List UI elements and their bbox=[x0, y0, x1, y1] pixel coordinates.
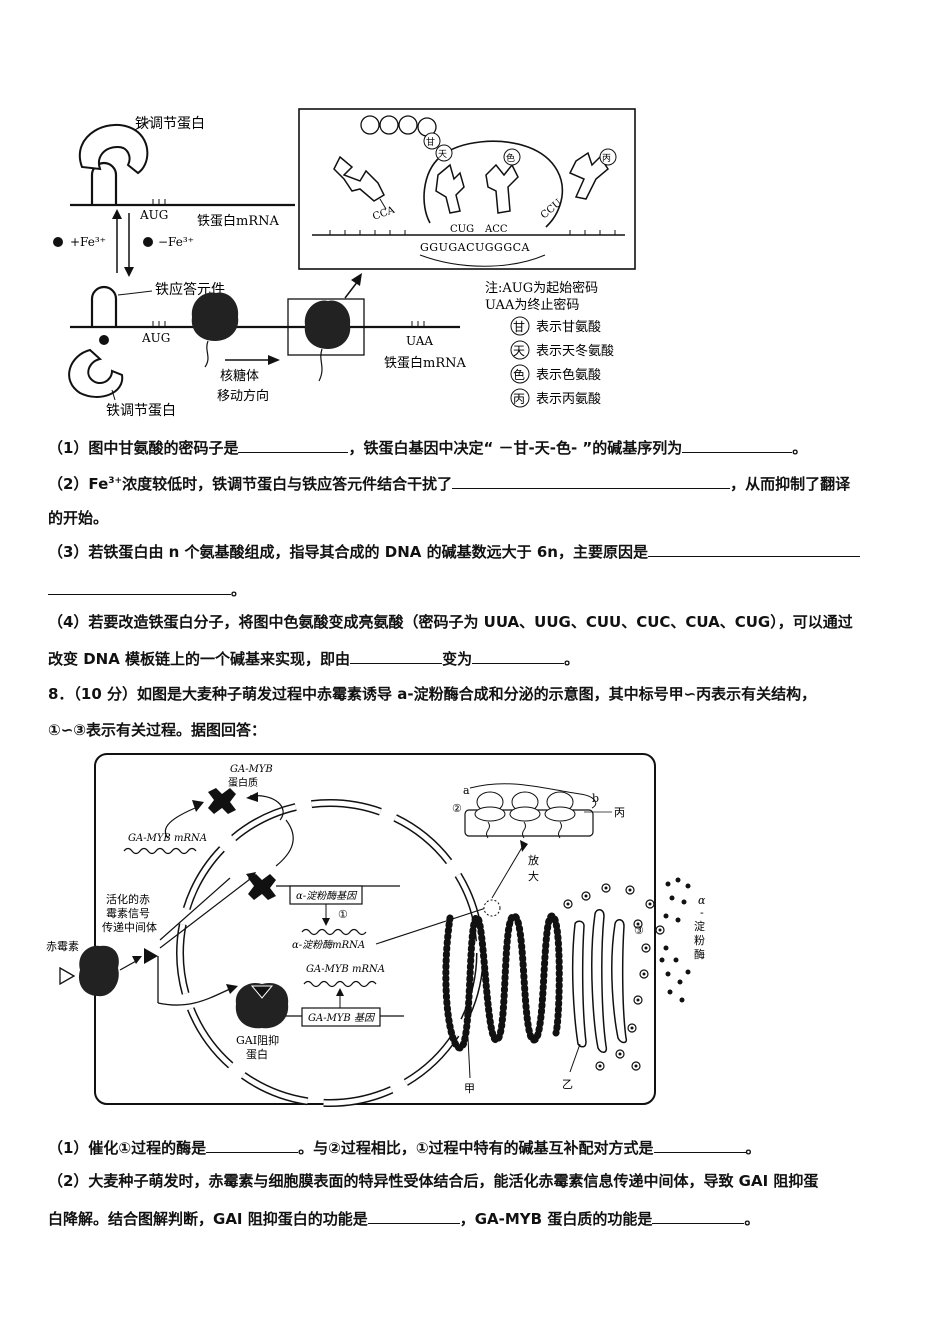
legend-item-tian: 天 表示天冬氨酸 bbox=[510, 340, 614, 360]
answer-blank[interactable] bbox=[452, 472, 731, 489]
q8-intro-line2: ①∽③表示有关过程。据图回答： bbox=[48, 721, 266, 739]
svg-text:表示丙氨酸: 表示丙氨酸 bbox=[536, 392, 601, 407]
svg-text:丙: 丙 bbox=[513, 392, 525, 406]
label-circle-3: ③ bbox=[634, 924, 644, 937]
aa-gan-inset: 甘 bbox=[426, 136, 435, 148]
label-amylase-side-2: - bbox=[700, 906, 704, 919]
label-amylase-side-4: 粉 bbox=[694, 934, 705, 947]
svg-text:表示色氨酸: 表示色氨酸 bbox=[536, 367, 601, 383]
label-jia: 甲 bbox=[464, 1082, 475, 1095]
label-ga-myb-protein-2: 蛋白质 bbox=[228, 776, 258, 789]
label-amylase-side-5: 酶 bbox=[694, 948, 705, 961]
ribosome-2 bbox=[304, 300, 351, 349]
label-circle-2: ② bbox=[452, 802, 462, 815]
svg-text:甘: 甘 bbox=[513, 320, 525, 334]
answer-blank[interactable] bbox=[647, 540, 860, 557]
figure-iron-regulation: 铁调节蛋白 AUG 铁蛋白mRNA +Fe³⁺ −Fe³⁺ 铁应答元件 AUG … bbox=[40, 95, 645, 425]
answer-blank[interactable] bbox=[367, 1207, 460, 1224]
svg-text:表示天冬氨酸: 表示天冬氨酸 bbox=[536, 343, 614, 359]
legend-item-gan: 甘 表示甘氨酸 bbox=[510, 316, 601, 336]
note-line-1: 注:AUG为起始密码 bbox=[485, 280, 598, 296]
inset-mrna-sequence: GGUGACUGGGCA bbox=[420, 241, 531, 254]
label-gai-1: GAI阻抑 bbox=[236, 1033, 279, 1047]
label-ga-myb-mrna-mid: GA-MYB mRNA bbox=[306, 964, 385, 975]
q8-part2-cont: 白降解。结合图解判断，GAI 阻抑蛋白的功能是，GA-MYB 蛋白质的功能是。 bbox=[48, 1207, 908, 1230]
label-ribosome-direction-2: 移动方向 bbox=[217, 388, 269, 404]
label-bing: 丙 bbox=[614, 806, 625, 819]
answer-blank[interactable] bbox=[472, 647, 565, 664]
answer-blank[interactable] bbox=[238, 436, 349, 453]
q8-part1: （1）催化①过程的酶是。与②过程相比，①过程中特有的碱基互补配对方式是。 bbox=[48, 1136, 908, 1159]
q7-part1: （1）图中甘氨酸的密码子是，铁蛋白基因中决定“ －甘-天-色- ”的碱基序列为。 bbox=[48, 436, 908, 459]
label-yi: 乙 bbox=[562, 1078, 573, 1091]
label-iron-regulatory-protein-bottom: 铁调节蛋白 bbox=[106, 403, 176, 419]
label-ga-myb-mrna-left: GA-MYB mRNA bbox=[128, 833, 207, 844]
label-activated-2: 霉素信号 bbox=[106, 907, 150, 920]
label-b: b bbox=[592, 792, 599, 805]
anticodon-cug: CUG bbox=[450, 224, 474, 235]
label-amylase-mrna: α-淀粉酶mRNA bbox=[292, 939, 365, 951]
q7-part3-cont: 。 bbox=[48, 578, 908, 601]
label-gai-2: 蛋白 bbox=[246, 1047, 268, 1061]
gai-repressor-shape bbox=[235, 982, 289, 1029]
label-ribosome-direction-1: 核糖体 bbox=[220, 368, 259, 384]
receptor-shape bbox=[78, 945, 119, 997]
label-activated-1: 活化的赤 bbox=[106, 892, 150, 906]
label-amylase-side-1: α bbox=[698, 894, 706, 907]
aa-bing-inset: 丙 bbox=[602, 153, 611, 164]
q7-part2-cont: 的开始。 bbox=[48, 509, 109, 527]
legend-item-se: 色 表示色氨酸 bbox=[510, 364, 601, 384]
svg-text:表示甘氨酸: 表示甘氨酸 bbox=[536, 320, 601, 335]
q8-part2: （2）大麦种子萌发时，赤霉素与细胞膜表面的特异性受体结合后，能活化赤霉素信息传递… bbox=[48, 1172, 819, 1190]
answer-blank[interactable] bbox=[48, 578, 231, 595]
label-ga-myb-protein-1: GA-MYB bbox=[230, 764, 273, 775]
label-enlarge-2: 大 bbox=[528, 869, 539, 883]
answer-blank[interactable] bbox=[652, 1207, 745, 1224]
label-iron-regulatory-protein-top: 铁调节蛋白 bbox=[135, 116, 205, 132]
answer-blank[interactable] bbox=[350, 647, 443, 664]
aa-se-inset: 色 bbox=[506, 152, 515, 164]
q7-part3: （3）若铁蛋白由 n 个氨基酸组成，指导其合成的 DNA 的碱基数远大于 6n，… bbox=[48, 540, 908, 563]
iron-regulatory-protein-top bbox=[78, 124, 149, 175]
label-ga-myb-gene: GA-MYB 基因 bbox=[308, 1012, 376, 1024]
svg-text:天: 天 bbox=[513, 344, 525, 358]
ga-myb-protein-shape bbox=[208, 788, 236, 814]
ga-myb-protein-nucleus bbox=[248, 874, 276, 900]
aa-tian-inset: 天 bbox=[438, 150, 447, 160]
q7-part2: （2）Fe3+浓度较低时，铁调节蛋白与铁应答元件结合干扰了，从而抑制了翻译 bbox=[48, 470, 908, 495]
label-plus-fe: +Fe³⁺ bbox=[70, 235, 106, 249]
answer-blank[interactable] bbox=[206, 1136, 299, 1153]
label-aug-bottom: AUG bbox=[141, 331, 170, 345]
q7-part4: （4）若要改造铁蛋白分子，将图中色氨酸变成亮氨酸（密码子为 UUA、UUG、CU… bbox=[48, 613, 853, 631]
answer-blank[interactable] bbox=[653, 1136, 746, 1153]
label-activated-3: 传递中间体 bbox=[102, 920, 157, 934]
label-gibberellin: 赤霉素 bbox=[46, 940, 79, 953]
label-circle-1: ① bbox=[338, 908, 348, 921]
anticodon-acc: ACC bbox=[484, 224, 508, 235]
answer-blank[interactable] bbox=[682, 436, 793, 453]
q8-intro-line1: 8．（10 分）如图是大麦种子萌发过程中赤霉素诱导 a-淀粉酶合成和分泌的示意图… bbox=[48, 685, 817, 703]
label-a: a bbox=[463, 784, 470, 797]
q7-part4-cont: 改变 DNA 模板链上的一个碱基来实现，即由变为。 bbox=[48, 647, 908, 670]
iron-regulatory-protein-bottom bbox=[68, 348, 124, 398]
svg-text:色: 色 bbox=[513, 368, 525, 382]
note-line-2: UAA为终止密码 bbox=[485, 297, 579, 313]
label-uaa: UAA bbox=[406, 334, 433, 348]
label-enlarge-1: 放 bbox=[528, 853, 539, 867]
label-ferritin-mrna-bottom: 铁蛋白mRNA bbox=[384, 355, 466, 371]
ribosome-1 bbox=[191, 292, 239, 341]
legend-item-bing: 丙 表示丙氨酸 bbox=[510, 388, 601, 408]
activated-intermediate-triangle bbox=[144, 948, 158, 964]
label-amylase-gene: α-淀粉酶基因 bbox=[296, 890, 358, 902]
label-aug-top: AUG bbox=[139, 208, 168, 222]
label-minus-fe: −Fe³⁺ bbox=[158, 235, 194, 249]
figure-gibberellin-amylase: GA-MYB 蛋白质 GA-MYB mRNA 活化的赤 霉素信号 传递中间体 赤… bbox=[40, 748, 720, 1116]
label-amylase-side-3: 淀 bbox=[694, 919, 705, 933]
label-ferritin-mrna-top: 铁蛋白mRNA bbox=[197, 213, 279, 229]
